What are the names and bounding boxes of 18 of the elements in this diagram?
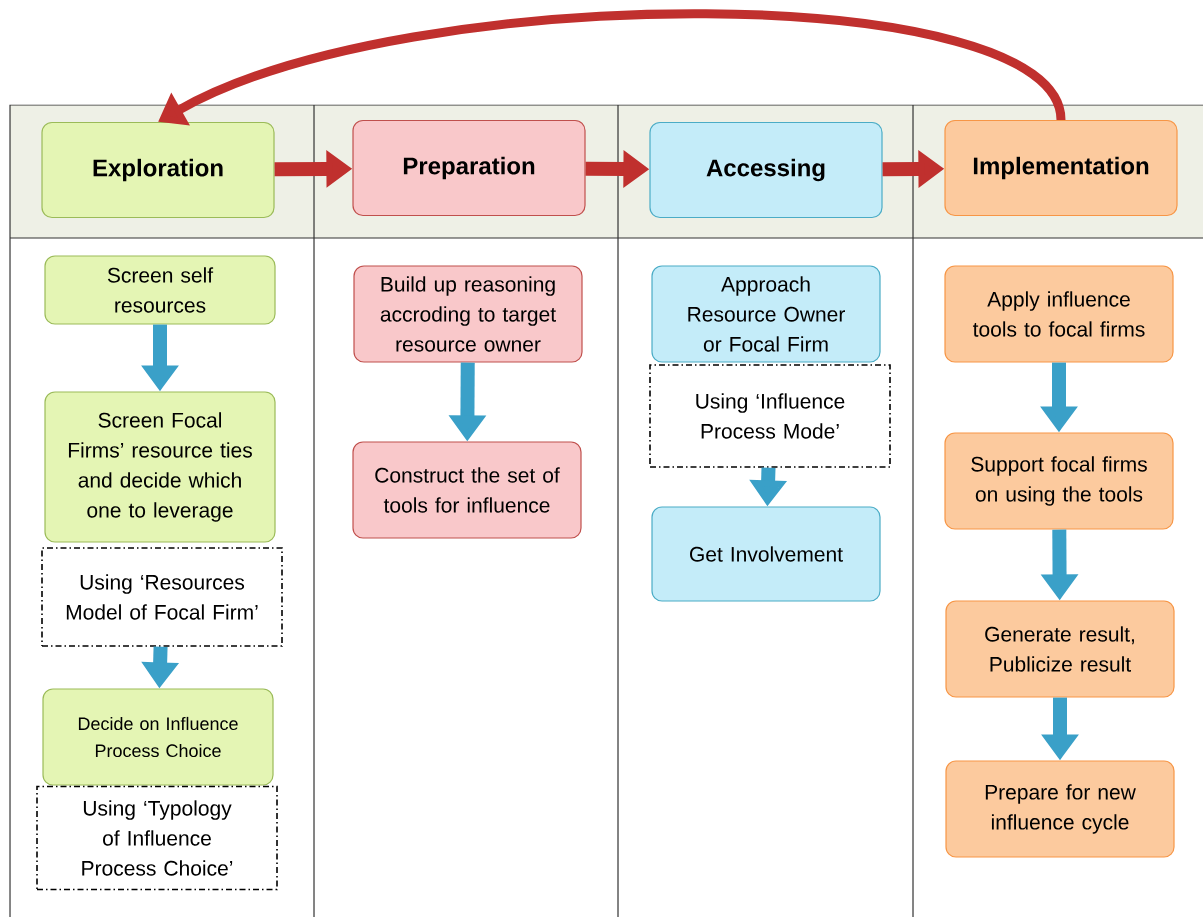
process-box: Support focal firms on using the tools <box>944 432 1174 530</box>
process-box: Screen Focal Firms’ resource ties and decide which one to leverage <box>44 391 276 543</box>
method-box: Using ‘Typology of Influence Process Choice’ <box>36 785 278 891</box>
stage-box: Accessing <box>649 121 883 219</box>
process-box: Get Involvement <box>651 506 881 602</box>
process-box: Screen self resources <box>44 255 276 325</box>
process-box: Construct the set of tools for influence <box>352 441 582 539</box>
method-box: Using ‘Influence Process Mode’ <box>649 364 891 468</box>
stage-box: Exploration <box>41 121 275 219</box>
stage-box: Preparation <box>352 119 586 217</box>
process-box: Decide on Influence Process Choice <box>42 688 274 786</box>
process-box: Generate result, Publicize result <box>945 600 1175 698</box>
method-box: Using ‘Resources Model of Focal Firm’ <box>41 547 283 647</box>
stage-box: Implementation <box>944 119 1178 217</box>
process-box: Prepare for new influence cycle <box>945 760 1175 858</box>
process-box: Approach Resource Owner or Focal Firm <box>651 265 881 363</box>
process-box: Apply influence tools to focal firms <box>944 265 1174 363</box>
process-box: Build up reasoning accroding to target resource owner <box>353 265 583 363</box>
